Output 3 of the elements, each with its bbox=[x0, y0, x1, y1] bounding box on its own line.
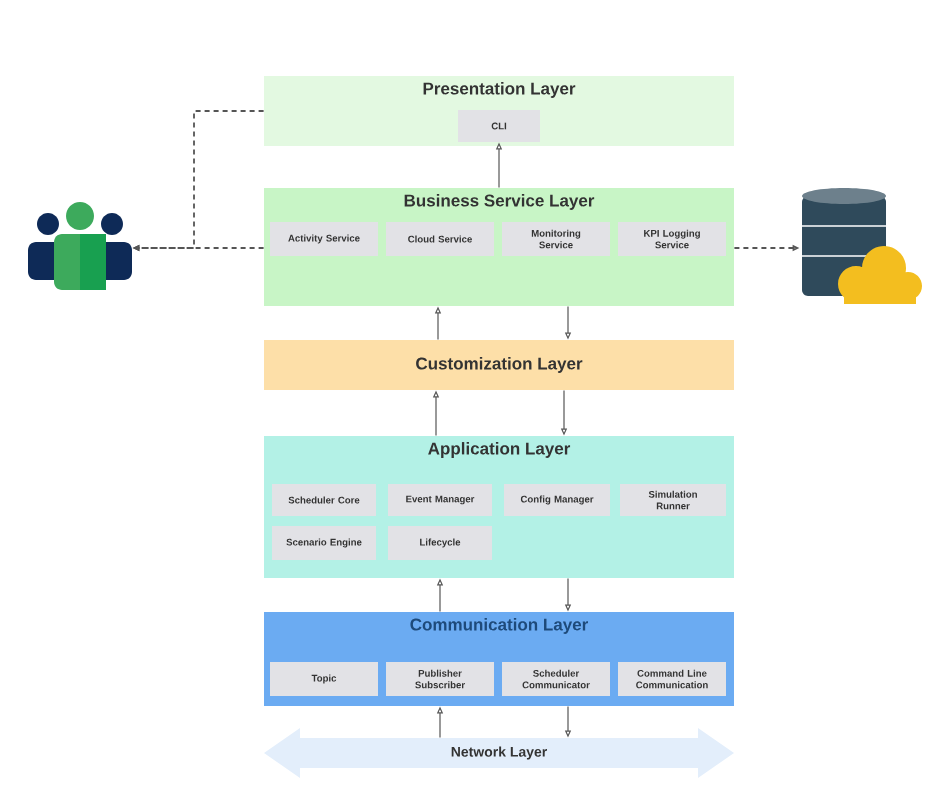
database-cloud-icon bbox=[801, 188, 922, 304]
people-icon bbox=[28, 202, 132, 290]
layer-box: Customization Layer bbox=[264, 340, 734, 390]
